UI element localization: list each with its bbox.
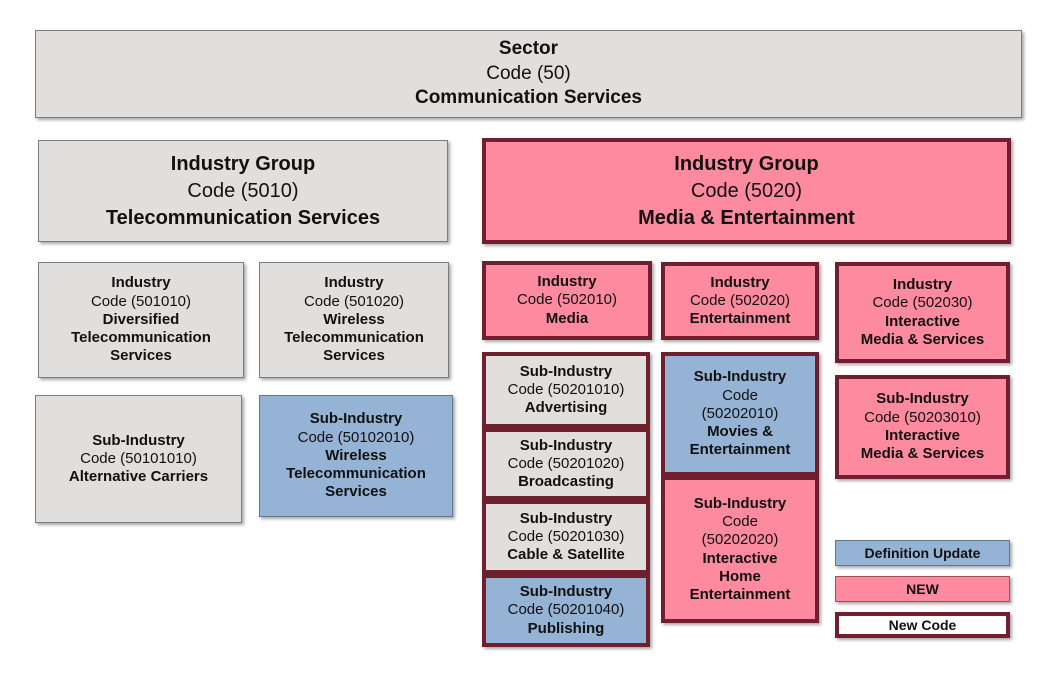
sub-industry-title: Sub-Industry [309, 410, 403, 428]
industry-code: Code (502010) [516, 291, 618, 309]
sub-industry-50201040: Sub-Industry Code (50201040) Publishing [482, 574, 650, 647]
industry-502010: Industry Code (502010) Media [482, 261, 652, 340]
sub-industry-name: Publishing [527, 619, 605, 637]
sub-industry-title: Sub-Industry [92, 431, 185, 449]
sub-industry-50202010: Sub-Industry Code (50202010) Movies & En… [661, 352, 819, 476]
sub-industry-name-line1: Interactive [702, 549, 778, 567]
industry-name-line3: Services [110, 347, 172, 365]
sub-industry-title: Sub-Industry [693, 368, 787, 386]
sub-industry-50203010: Sub-Industry Code (50203010) Interactive… [835, 375, 1010, 479]
sub-industry-name-line1: Movies & [707, 423, 773, 441]
sub-industry-name-line3: Entertainment [689, 586, 791, 604]
industry-title: Industry [537, 273, 597, 291]
sub-industry-50201030: Sub-Industry Code (50201030) Cable & Sat… [482, 500, 650, 574]
sub-industry-code: Code (50201040) [507, 601, 625, 619]
sub-industry-code: Code (50101010) [80, 449, 197, 467]
industry-title: Industry [324, 274, 384, 292]
industry-code: Code (501020) [303, 292, 405, 310]
industry-code: Code (502020) [689, 291, 791, 309]
industry-code: Code (502030) [872, 294, 973, 312]
sub-industry-title: Sub-Industry [519, 583, 613, 601]
industry-name: Media [545, 309, 589, 327]
industry-name-line2: Telecommunication [71, 329, 211, 347]
legend-new-label: NEW [906, 581, 939, 597]
sector-box: Sector Code (50) Communication Services [35, 30, 1022, 118]
industry-group-name: Telecommunication Services [105, 206, 381, 229]
industry-group-title: Industry Group [674, 152, 819, 175]
sub-industry-title: Sub-Industry [876, 390, 969, 408]
industry-name-line2: Media & Services [860, 330, 985, 348]
industry-code: Code (501010) [90, 292, 192, 310]
sub-industry-code: Code (50201020) [507, 454, 625, 472]
sub-industry-name-line1: Wireless [325, 446, 387, 464]
industry-501010: Industry Code (501010) Diversified Telec… [38, 262, 244, 378]
industry-502020: Industry Code (502020) Entertainment [661, 262, 819, 340]
legend-new-code: New Code [835, 612, 1010, 638]
sub-industry-name: Alternative Carriers [68, 468, 209, 486]
industry-title: Industry [892, 275, 953, 293]
legend-new-code-label: New Code [888, 617, 957, 633]
legend-definition-update-label: Definition Update [864, 545, 981, 561]
industry-group-name: Media & Entertainment [638, 206, 855, 229]
industry-group-5020: Industry Group Code (5020) Media & Enter… [482, 138, 1011, 244]
sub-industry-name-line1: Interactive [884, 427, 961, 444]
sub-industry-code-line1: Code [722, 512, 758, 530]
industry-502030: Industry Code (502030) Interactive Media… [835, 262, 1010, 363]
sector-name: Communication Services [414, 87, 643, 109]
sub-industry-code: Code (50201010) [507, 380, 625, 398]
sub-industry-name: Cable & Satellite [507, 546, 625, 564]
sub-industry-title: Sub-Industry [519, 509, 613, 527]
industry-group-code: Code (5020) [690, 179, 803, 202]
industry-name-line2: Telecommunication [284, 329, 424, 347]
sub-industry-title: Sub-Industry [693, 494, 787, 512]
sub-industry-name: Advertising [524, 399, 608, 417]
sub-industry-50201010: Sub-Industry Code (50201010) Advertising [482, 352, 650, 428]
industry-group-code: Code (5010) [187, 179, 299, 202]
industry-501020: Industry Code (501020) Wireless Telecomm… [259, 262, 449, 378]
sub-industry-name: Broadcasting [518, 473, 614, 491]
sector-code: Code (50) [486, 62, 571, 84]
sub-industry-code: Code (50102010) [297, 428, 415, 446]
industry-title: Industry [710, 273, 770, 291]
industry-group-5010: Industry Group Code (5010) Telecommunica… [38, 140, 448, 242]
industry-name-line1: Wireless [323, 310, 385, 328]
industry-name-line3: Services [323, 347, 385, 365]
sector-title: Sector [498, 37, 559, 59]
sub-industry-50201020: Sub-Industry Code (50201020) Broadcastin… [482, 428, 650, 500]
sub-industry-name-line2: Home [719, 567, 761, 585]
industry-name-line1: Interactive [884, 312, 961, 330]
industry-title: Industry [111, 274, 171, 292]
sub-industry-title: Sub-Industry [519, 436, 613, 454]
sub-industry-name-line2: Telecommunication [286, 465, 426, 483]
sub-industry-name-line2: Entertainment [689, 441, 791, 459]
industry-name-line1: Diversified [102, 310, 180, 328]
industry-name: Entertainment [689, 310, 791, 328]
industry-group-title: Industry Group [170, 152, 316, 175]
sub-industry-code-line2: (50202010) [701, 404, 779, 422]
sub-industry-code: Code (50201030) [507, 527, 625, 545]
legend-new: NEW [835, 576, 1010, 602]
sub-industry-50101010: Sub-Industry Code (50101010) Alternative… [35, 395, 242, 523]
sub-industry-50102010: Sub-Industry Code (50102010) Wireless Te… [259, 395, 453, 517]
sub-industry-code-line2: (50202020) [701, 531, 779, 549]
sub-industry-name-line2: Media & Services [860, 445, 985, 463]
sub-industry-name-line3: Services [325, 483, 387, 501]
sub-industry-code: Code (50203010) [864, 408, 981, 426]
sub-industry-50202020: Sub-Industry Code (50202020) Interactive… [661, 476, 819, 623]
sub-industry-code-line1: Code [722, 386, 758, 404]
legend-definition-update: Definition Update [835, 540, 1010, 566]
sub-industry-title: Sub-Industry [519, 362, 613, 380]
